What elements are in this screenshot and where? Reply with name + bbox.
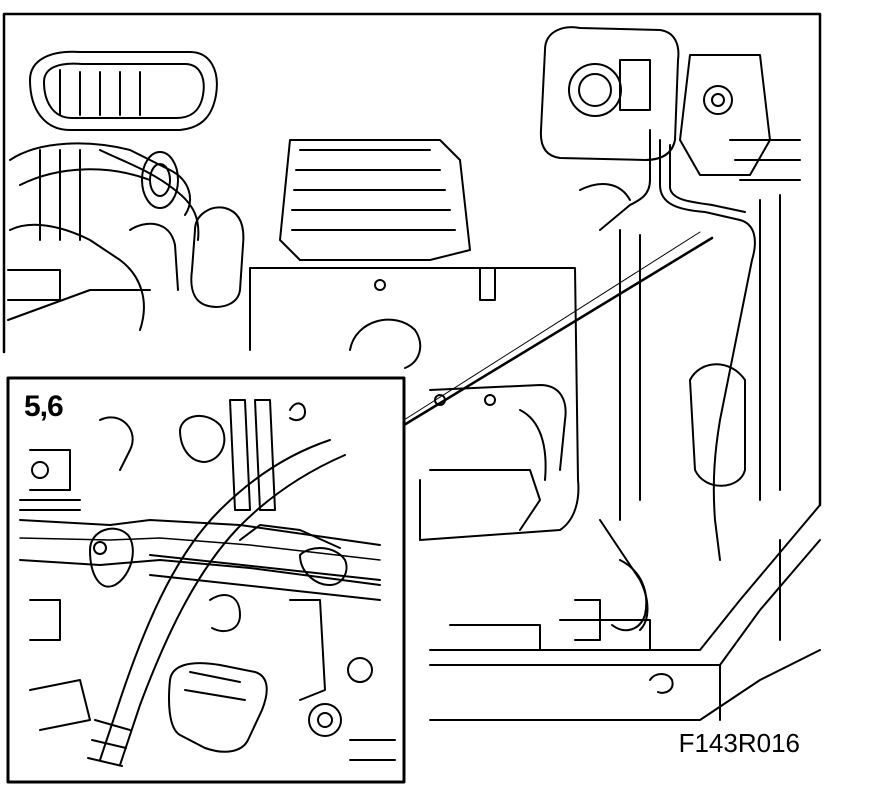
valve-cover bbox=[249, 139, 580, 541]
main-frame bbox=[2, 12, 822, 507]
figure-code: F143R016 bbox=[678, 728, 800, 758]
inset-step-label: 5,6 bbox=[24, 390, 64, 423]
front-panel bbox=[429, 504, 821, 721]
inset-detail bbox=[6, 376, 406, 784]
right-side-hoses bbox=[539, 26, 801, 641]
air-intake-assembly bbox=[7, 50, 245, 331]
callout-leader bbox=[402, 231, 714, 427]
